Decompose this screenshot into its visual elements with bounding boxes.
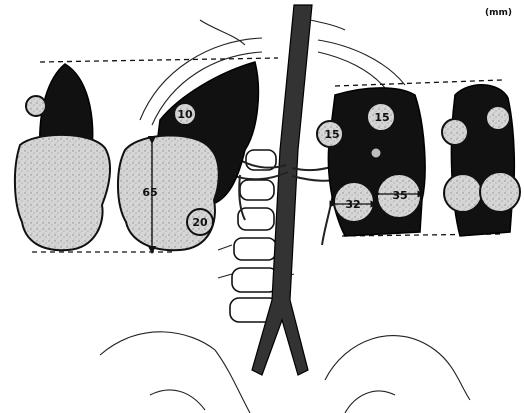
label-65: 65: [142, 186, 157, 199]
label-35: 35: [392, 189, 407, 202]
label-10: 10: [177, 108, 193, 121]
label-15-right: 15: [374, 111, 389, 124]
left-adrenal-view-a: [317, 88, 425, 236]
right-adrenal-view-a: [15, 64, 110, 250]
label-32: 32: [345, 198, 360, 211]
left-adrenal-view-b: [442, 85, 520, 236]
unit-label: (mm): [485, 8, 512, 18]
label-20: 20: [192, 216, 208, 229]
pelvis-outline: [100, 332, 470, 413]
label-15-left: 15: [324, 128, 339, 141]
